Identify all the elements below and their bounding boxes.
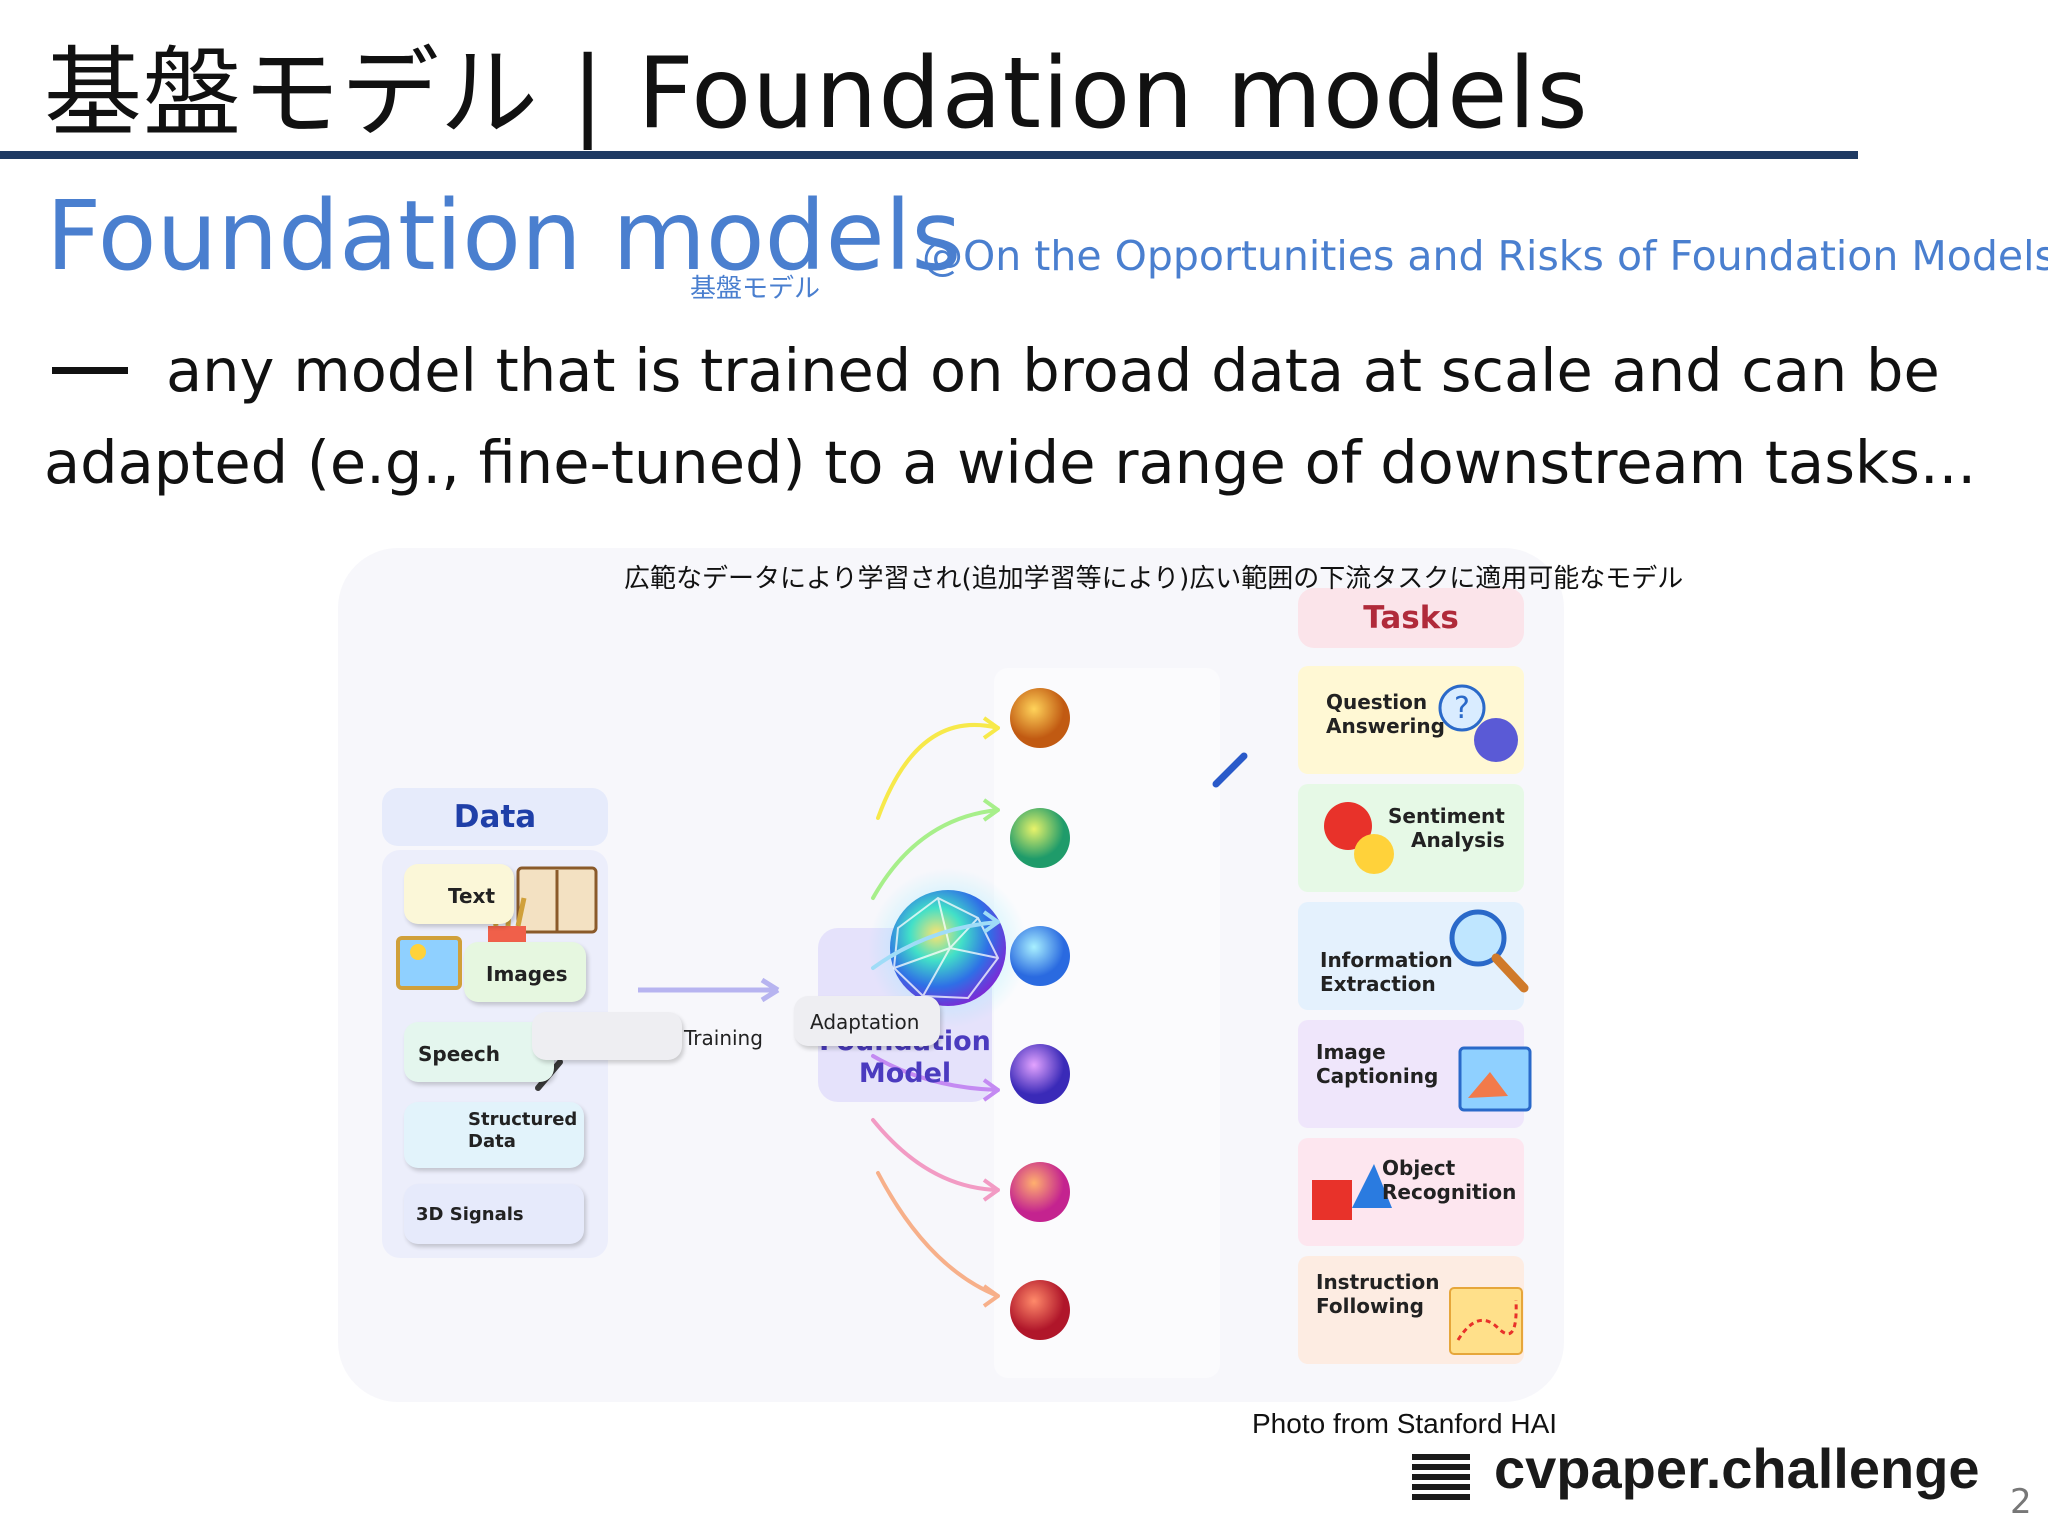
task-question-answering: Question Answering xyxy=(1326,690,1445,738)
pyramid-icon xyxy=(1352,1164,1392,1208)
adaptation-arrowheads xyxy=(982,716,1000,1308)
cvpaper-logo-icon xyxy=(1412,1454,1470,1500)
task-sphere-icon xyxy=(1010,808,1070,868)
page-number: 2 xyxy=(2010,1482,2032,1522)
photo-credit: Photo from Stanford HAI xyxy=(1252,1408,1558,1439)
section-heading: Foundation models xyxy=(46,180,962,292)
data-item-speech xyxy=(404,1022,554,1082)
training-pill xyxy=(532,1012,682,1060)
cube-icon xyxy=(1312,1180,1352,1220)
sad-face-icon xyxy=(1324,802,1372,850)
definition-line-2: adapted (e.g., fine-tuned) to a wide ran… xyxy=(44,428,1977,497)
data-item-speech-label: Speech xyxy=(418,1042,500,1066)
adaptation-pill xyxy=(794,996,940,1046)
slide-title: 基盤モデル | Foundation models xyxy=(44,37,1589,151)
citation: @On the Opportunities and Risks of Found… xyxy=(922,232,2048,280)
magnifier-icon xyxy=(1449,909,1507,967)
task-bg-object-recognition xyxy=(1298,1138,1524,1246)
figure-graphics: ? xyxy=(382,666,1532,1378)
data-item-text xyxy=(404,864,514,924)
photo-icon xyxy=(396,936,462,990)
data-item-structured-data xyxy=(404,1102,584,1168)
title-underline xyxy=(0,151,1858,159)
training-label: Training xyxy=(684,1026,763,1050)
foundation-sphere-mesh xyxy=(892,896,1000,1000)
task-object-recognition: Object Recognition xyxy=(1382,1156,1517,1204)
data-item-3d-signals-label: 3D Signals xyxy=(416,1204,524,1225)
definition-line-1: any model that is trained on broad data … xyxy=(166,336,1940,405)
data-item-images-label: Images xyxy=(486,962,568,986)
adaptation-label: Adaptation xyxy=(810,1010,920,1034)
tasks-panel xyxy=(994,668,1220,1378)
data-item-structured-data-label: Structured Data xyxy=(468,1109,578,1152)
data-header: Data xyxy=(382,788,608,846)
adaptation-arrows xyxy=(871,722,1000,1298)
training-arrowhead xyxy=(760,977,780,1003)
cvpaper-logo-text: cvpaper.challenge xyxy=(1494,1437,1980,1500)
chat-bubble-icon xyxy=(1474,718,1518,762)
task-sphere-icon xyxy=(1010,926,1070,986)
foundation-model-figure: ? Data Text Images Speech Structured Da xyxy=(338,548,1564,1402)
tasks-header: Tasks xyxy=(1298,588,1524,648)
task-sphere-icon xyxy=(1010,688,1070,748)
task-information-extraction: Information Extraction xyxy=(1320,948,1453,996)
data-item-3d-signals xyxy=(404,1184,584,1244)
task-sentiment-analysis: Sentiment Analysis xyxy=(1388,804,1505,852)
task-instruction-following: Instruction Following xyxy=(1316,1270,1440,1318)
task-sphere-icon xyxy=(1010,1280,1070,1340)
figure-caption-japanese: 広範なデータにより学習され(追加学習等により)広い範囲の下流タスクに適用可能なモ… xyxy=(624,564,1684,594)
task-sphere-icon xyxy=(1010,1162,1070,1222)
data-item-images xyxy=(464,942,586,1002)
task-sphere-icon xyxy=(1010,1044,1070,1104)
task-image-captioning: Image Captioning xyxy=(1316,1040,1439,1088)
section-heading-ruby: 基盤モデル xyxy=(690,274,821,304)
dash-bullet xyxy=(52,367,128,374)
svg-text:?: ? xyxy=(1454,691,1470,726)
screwdriver-icon xyxy=(1212,752,1248,788)
question-mark-icon xyxy=(1438,684,1486,732)
happy-face-icon xyxy=(1354,834,1394,874)
data-item-text-label: Text xyxy=(448,884,496,908)
